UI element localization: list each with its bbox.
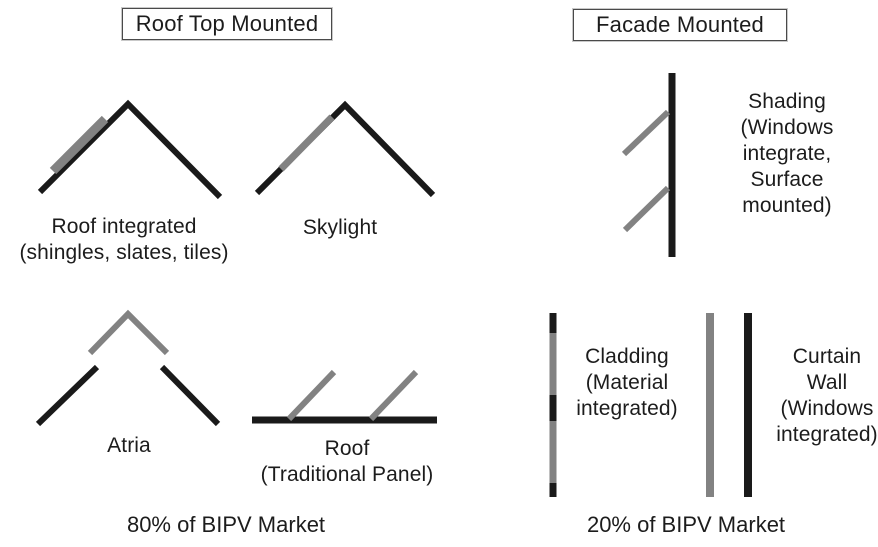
facade-curtain-wall-label: Curtain Wall (Windows integrated) xyxy=(776,345,878,446)
facade-mounted-title-text: Facade Mounted xyxy=(596,12,764,37)
roof-integrated-icon xyxy=(37,99,223,200)
facade-curtain-wall-icon xyxy=(706,313,752,497)
atria-icon xyxy=(35,309,221,427)
roof-traditional-panel-label: Roof (Traditional Panel) xyxy=(260,437,434,486)
roof-top-market-share: 80% of BIPV Market xyxy=(126,512,326,537)
atria-label: Atria xyxy=(107,434,151,457)
skylight-icon xyxy=(254,100,436,198)
skylight-label: Skylight xyxy=(302,216,378,239)
facade-cladding-label: Cladding (Material integrated) xyxy=(576,345,678,420)
roof-traditional-panel-icon xyxy=(252,369,437,424)
roof-top-mounted-title-text: Roof Top Mounted xyxy=(135,11,319,36)
facade-mounted-title: Facade Mounted xyxy=(573,9,787,41)
facade-shading-label: Shading (Windows integrate, Surface moun… xyxy=(740,90,834,217)
roof-integrated-label: Roof integrated (shingles, slates, tiles… xyxy=(19,215,229,264)
facade-shading-icon xyxy=(621,73,676,257)
roof-top-mounted-title: Roof Top Mounted xyxy=(122,8,332,40)
facade-market-share: 20% of BIPV Market xyxy=(586,512,786,537)
